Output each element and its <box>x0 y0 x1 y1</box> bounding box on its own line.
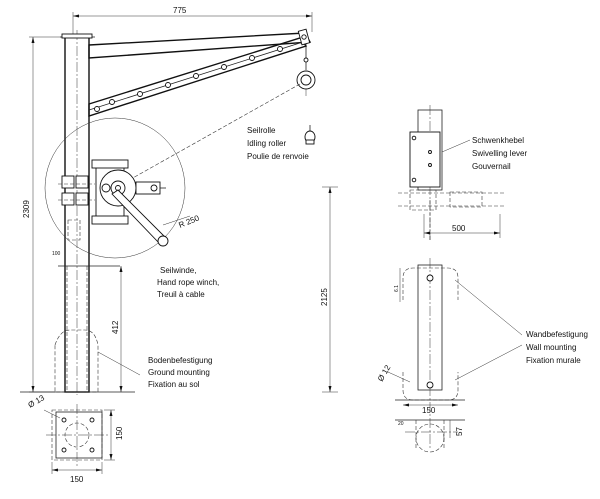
ground-label-en: Ground mounting <box>148 368 210 377</box>
dim-wall-150: 150 <box>422 406 436 415</box>
wall-label: Wandbefestigung Wall mounting Fixation m… <box>526 330 588 365</box>
dim-wall-20: 20 <box>398 421 404 427</box>
wall-label-fr: Fixation murale <box>526 356 581 365</box>
ground-label-fr: Fixation au sol <box>148 380 200 389</box>
winch-label-en: Hand rope winch, <box>157 278 219 287</box>
lever-label-de: Schwenkhebel <box>472 136 524 145</box>
dim-wall-6: 6.1 <box>394 285 400 292</box>
winch-label-fr: Treuil à cable <box>157 290 205 299</box>
dim-100-small: 100 <box>52 251 61 257</box>
dim-lever-500: 500 <box>452 224 466 233</box>
lever-label-en: Swivelling lever <box>472 149 527 158</box>
lever-view: 500 <box>398 105 505 240</box>
dim-412: 412 <box>111 320 120 334</box>
winch-label-de: Seilwinde, <box>160 266 196 275</box>
dim-hole-13: Ø 13 <box>27 393 47 410</box>
lever-label: Schwenkhebel Swivelling lever Gouvernail <box>472 136 527 171</box>
base-plate-view: Ø 13 150 150 <box>27 393 125 484</box>
wall-label-en: Wall mounting <box>526 343 576 352</box>
lever-label-fr: Gouvernail <box>472 162 511 171</box>
dim-wall-57: 57 <box>455 427 464 436</box>
idler-label: Seilrolle Idling roller Poulie de renvoi… <box>247 126 309 161</box>
dim-base-150-v: 150 <box>115 426 124 440</box>
idler-label-de: Seilrolle <box>247 126 276 135</box>
dim-775: 775 <box>173 6 187 15</box>
ground-label-de: Bodenbefestigung <box>148 356 213 365</box>
idler-label-fr: Poulie de renvoie <box>247 152 309 161</box>
wall-mount-view: 6.1 Ø 12 150 20 57 <box>376 258 523 453</box>
winch-label: Seilwinde, Hand rope winch, Treuil à cab… <box>157 266 219 299</box>
main-crane-view: 775 2309 <box>20 6 338 395</box>
idler-label-en: Idling roller <box>247 139 286 148</box>
dim-base-150-h: 150 <box>70 475 84 484</box>
wall-label-de: Wandbefestigung <box>526 330 588 339</box>
ground-label: Bodenbefestigung Ground mounting Fixatio… <box>148 356 213 389</box>
dim-2125: 2125 <box>320 288 329 306</box>
dim-radius: R 250 <box>177 213 201 230</box>
dim-2309: 2309 <box>22 200 31 218</box>
